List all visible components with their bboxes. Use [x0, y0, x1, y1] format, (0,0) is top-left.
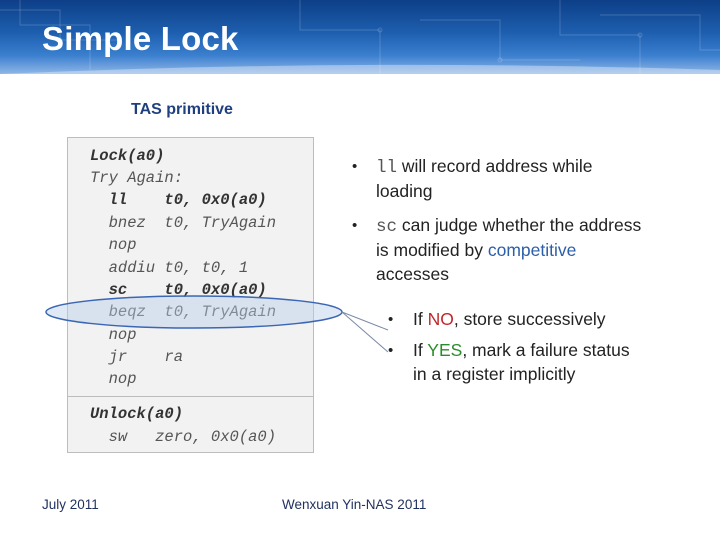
sub-bullet-yes-cont: in a register implicitly: [413, 364, 576, 384]
no-suffix: , store successively: [453, 309, 606, 329]
code-line-sw: sw zero, 0x0(a0): [90, 428, 277, 446]
code-line-jr: jr ra: [90, 348, 184, 366]
sub-bullet-no: If NO, store successively: [413, 307, 606, 332]
slide-subtitle: TAS primitive: [131, 101, 233, 118]
ll-text: will record address while: [397, 156, 593, 176]
sub-bullet-dot: •: [388, 311, 394, 328]
bullet-ll: ll will record address while: [376, 154, 593, 181]
bullet-dot: •: [352, 158, 358, 175]
code-line-nop: nop: [90, 236, 137, 254]
code-divider: [68, 396, 313, 397]
code-unlock-label: Unlock(a0): [90, 405, 184, 423]
sub-bullet-dot: •: [388, 342, 394, 359]
yes-suffix: , mark a failure status: [462, 340, 630, 360]
code-lock-label: Lock(a0): [90, 147, 165, 165]
code-line-nop: nop: [90, 326, 137, 344]
bullet-ll-cont: loading: [376, 181, 433, 201]
ll-code: ll: [376, 158, 398, 178]
bullet-sc-cont2: accesses: [376, 264, 449, 284]
slide-header: Simple Lock: [0, 0, 720, 74]
code-line-nop: nop: [90, 370, 137, 388]
sub-bullet-yes: If YES, mark a failure status: [413, 338, 630, 363]
yes-word: YES: [427, 340, 463, 360]
sc-text-2: is modified by: [376, 240, 488, 260]
footer-author: Wenxuan Yin-NAS 2011: [282, 497, 427, 512]
code-line-addiu: addiu t0, t0, 1: [90, 259, 249, 277]
slide-title: Simple Lock: [42, 20, 239, 57]
competitive-word: competitive: [487, 240, 577, 260]
bullet-sc: sc can judge whether the address: [376, 213, 641, 240]
code-line-label: Try Again:: [90, 169, 184, 187]
connector-line-no: [341, 311, 389, 331]
no-prefix: If: [413, 309, 428, 329]
code-line-ll: ll t0, 0x0(a0): [90, 191, 267, 209]
footer-date: July 2011: [42, 497, 99, 512]
no-word: NO: [427, 309, 454, 329]
sc-code: sc: [376, 217, 398, 237]
code-panel: Lock(a0) Try Again: ll t0, 0x0(a0) bnez …: [67, 137, 314, 453]
bullet-sc-cont: is modified by competitive: [376, 238, 576, 263]
code-line-sc: sc t0, 0x0(a0): [90, 281, 267, 299]
yes-prefix: If: [413, 340, 428, 360]
code-line-bnez: bnez t0, TryAgain: [90, 214, 277, 232]
connector-line-yes: [341, 311, 389, 353]
code-line-beqz: beqz t0, TryAgain: [90, 303, 277, 321]
sc-text: can judge whether the address: [397, 215, 642, 235]
bullet-dot: •: [352, 217, 358, 234]
header-decoration: [0, 0, 720, 74]
